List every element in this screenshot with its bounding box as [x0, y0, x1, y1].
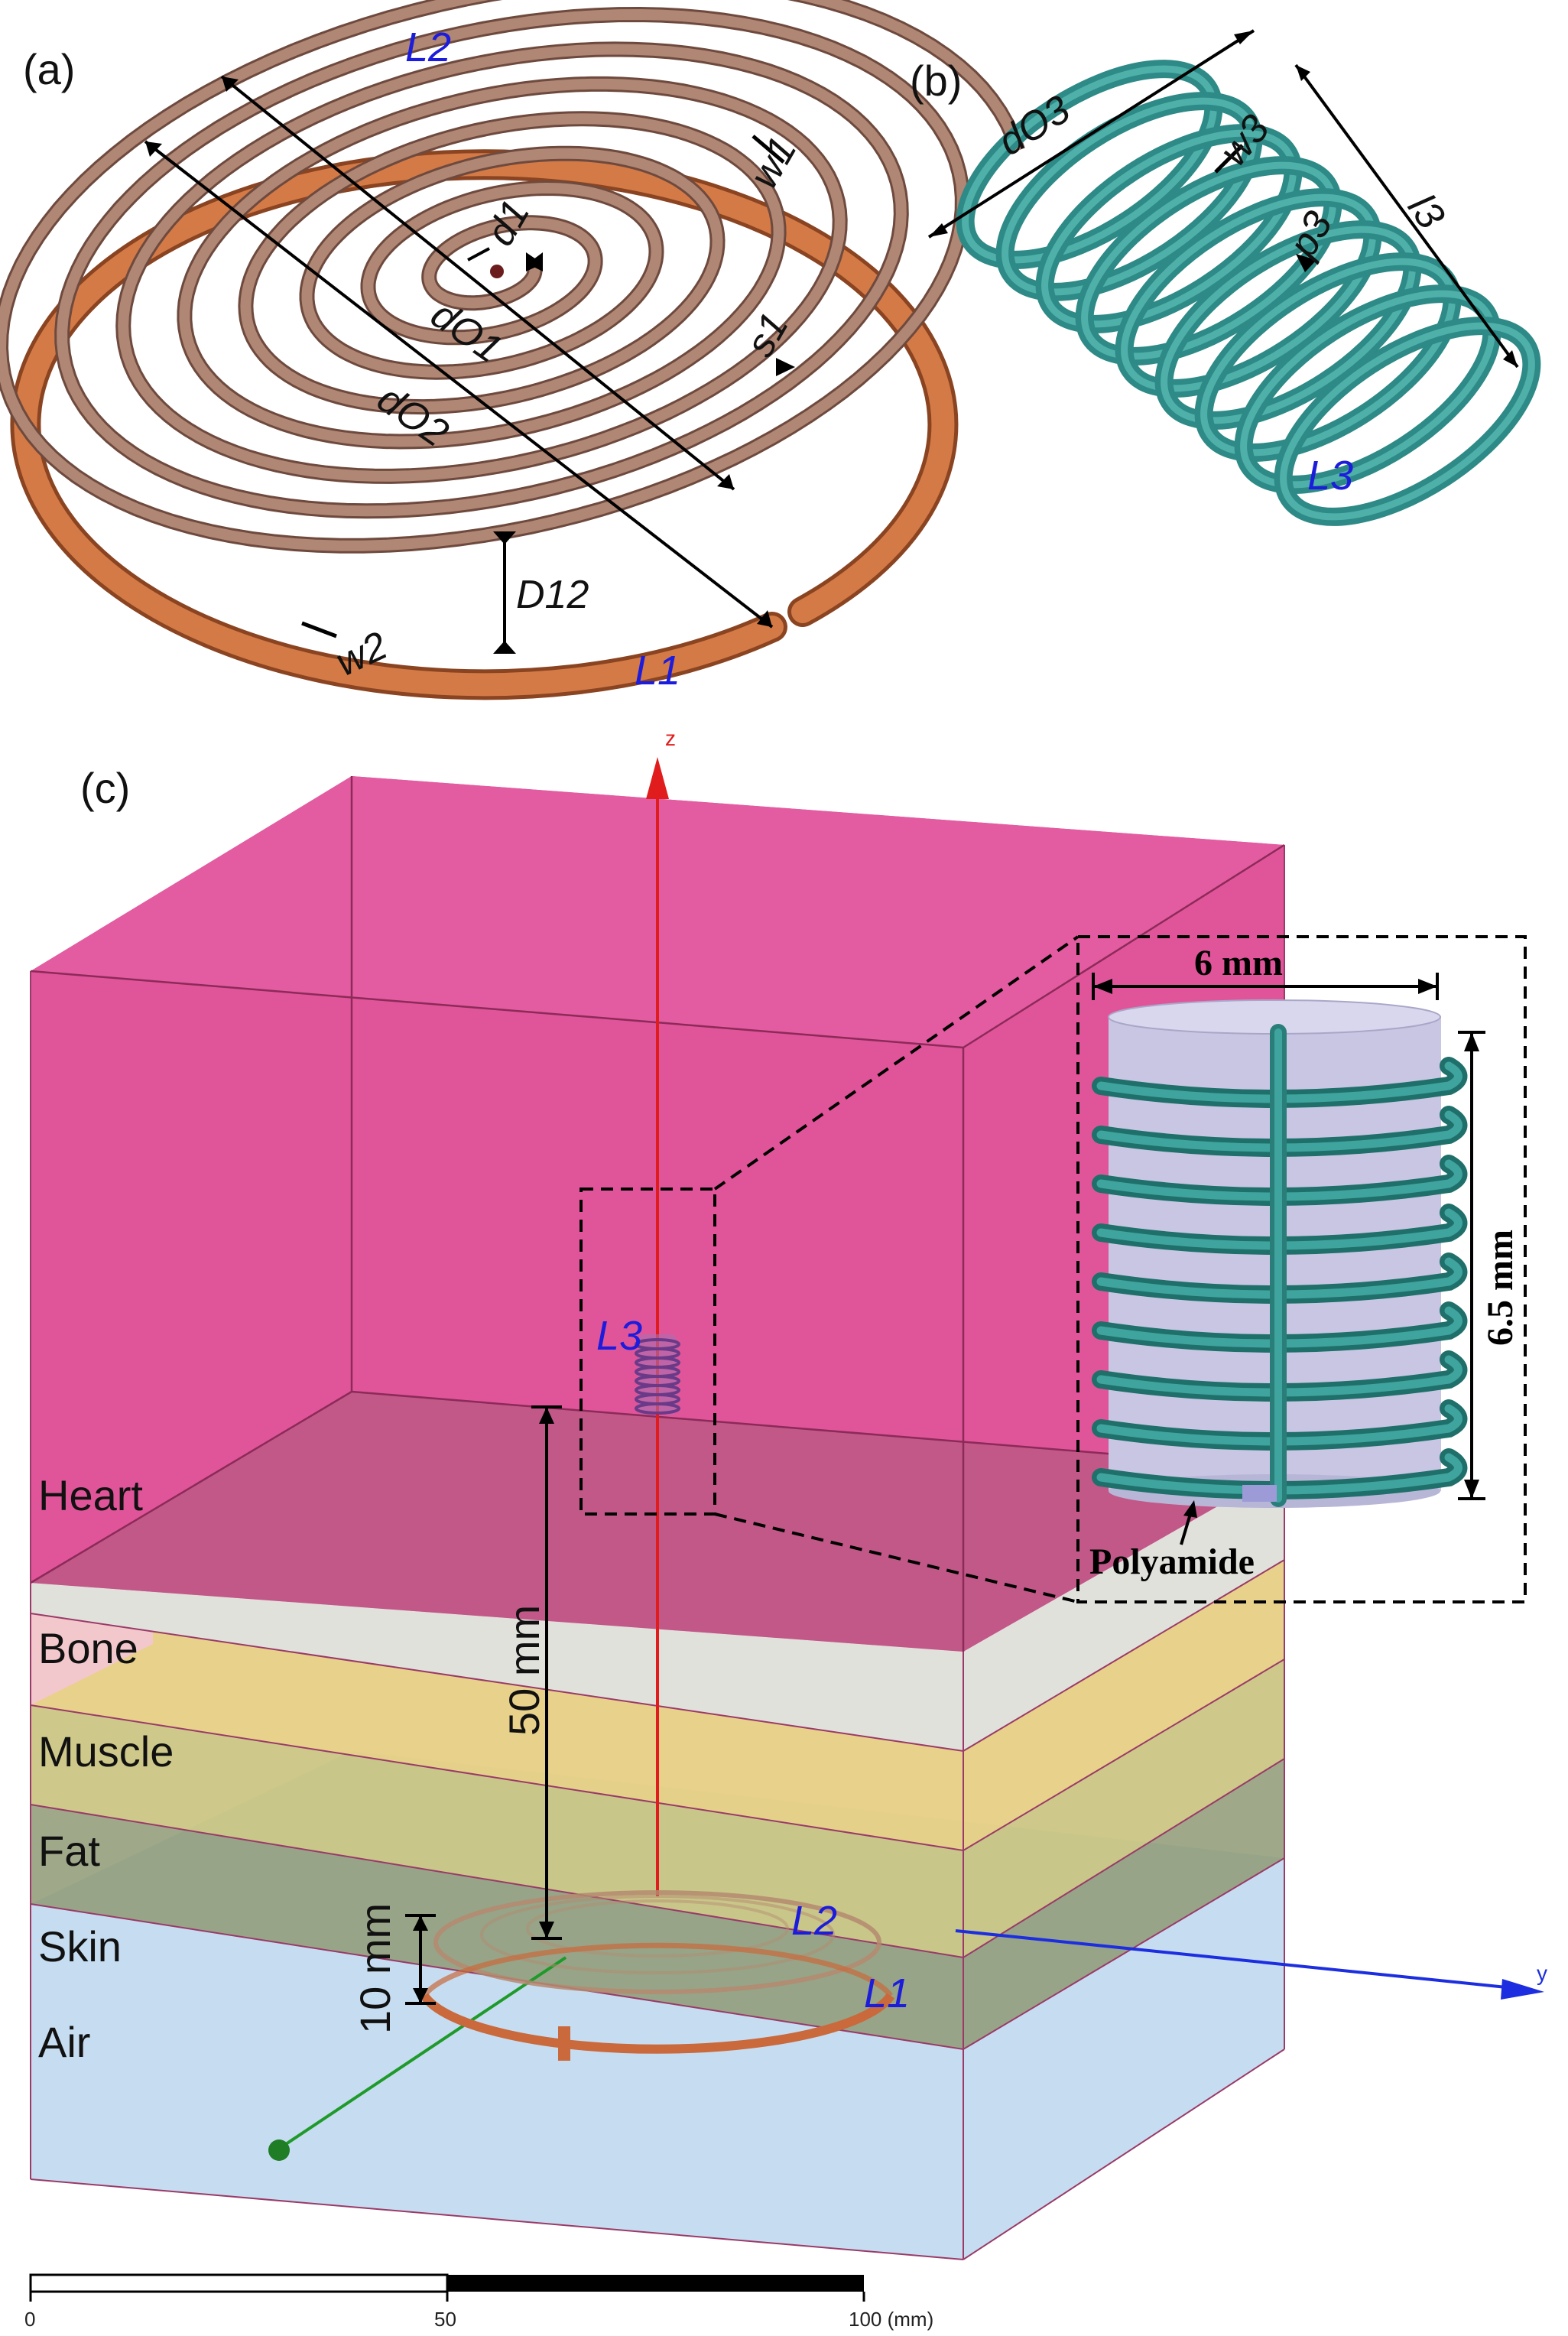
- layer-label-heart: Heart: [38, 1471, 143, 1519]
- dim-arrows-a: [145, 76, 795, 654]
- coil-L3-helix: [956, 60, 1541, 526]
- w1-tick: [752, 135, 785, 164]
- inset-helix-turn: [1096, 1110, 1462, 1152]
- layer-label-air: Air: [38, 2018, 90, 2066]
- label-L1-c: L1: [864, 1970, 910, 2016]
- inset-helix-turn: [1096, 1453, 1462, 1495]
- dim-lines-b: [927, 29, 1519, 369]
- inset-helix-turn: [1096, 1355, 1462, 1397]
- panel-a-label: (a): [23, 45, 75, 93]
- panel-b-label: (b): [910, 57, 962, 105]
- dim-lines-a: [144, 75, 774, 654]
- spiral-center-dot: [490, 265, 504, 278]
- label-L2-c: L2: [791, 1898, 837, 1944]
- helix-highlight: [1002, 97, 1257, 296]
- scale-tick-100: 100 (mm): [849, 2308, 933, 2331]
- helix-highlight: [1081, 161, 1336, 360]
- layer-edges: [30, 845, 1285, 2260]
- helix-highlight: [1121, 193, 1376, 392]
- w3-tick: [1214, 144, 1244, 174]
- label-l3: l3: [1399, 187, 1453, 237]
- distance-50mm: 50 mm: [500, 1605, 548, 1736]
- helix-highlight: [1161, 226, 1416, 424]
- label-L1: L1: [635, 648, 680, 694]
- layer-labels: Heart Bone Muscle Fat Skin Air: [38, 1471, 174, 2066]
- y-axis: y: [955, 1929, 1547, 2000]
- coil-L2-spiral: [0, 0, 1025, 554]
- scale-bar: 0 50 100 (mm): [24, 2273, 933, 2331]
- coil-L1-phantom: [420, 1942, 894, 2061]
- scale-tick-0: 0: [24, 2308, 35, 2331]
- mini-helix-turn: [635, 1402, 680, 1415]
- helix-turn: [956, 60, 1223, 269]
- inset-helix-turn: [1096, 1404, 1462, 1446]
- w2-tick: [301, 621, 337, 638]
- label-D12: D12: [516, 573, 589, 617]
- label-L3-c: L3: [596, 1313, 642, 1359]
- coil-L1: [10, 149, 959, 700]
- distance-10mm: 10 mm: [351, 1903, 399, 2034]
- spiral-trace: [0, 0, 1023, 551]
- layer-skin: [31, 1759, 1284, 2049]
- inset-helix-turn: [1096, 1306, 1462, 1348]
- helix-highlight: [962, 65, 1217, 264]
- scale-tick-50: 50: [434, 2308, 456, 2331]
- layer-label-muscle: Muscle: [38, 1727, 174, 1776]
- layer-label-skin: Skin: [38, 1922, 122, 1970]
- inset-helix-turn: [1096, 1257, 1462, 1299]
- helix-highlight: [1200, 258, 1456, 456]
- inset-height-label: 6.5 mm: [1480, 1230, 1521, 1346]
- helix-turn: [995, 92, 1263, 301]
- panel-a: (a) L2 L1 dO1: [0, 0, 1025, 700]
- dim-arrows-b: [929, 31, 1518, 367]
- helix-highlight: [1280, 322, 1535, 521]
- panel-c: (c): [30, 726, 1547, 2260]
- label-L2: L2: [405, 24, 451, 70]
- coil-L3-implant: [635, 1334, 680, 1415]
- coil-L2-phantom: [433, 1890, 881, 1994]
- z-axis-label: z: [665, 726, 676, 750]
- x-axis: [268, 1956, 567, 2161]
- inset-helix-turn: [1096, 1208, 1462, 1250]
- inset-helix-turn: [1096, 1061, 1462, 1103]
- layer-label-fat: Fat: [38, 1827, 100, 1875]
- label-L3-b: L3: [1307, 453, 1353, 499]
- inset-helix-turn: [1096, 1159, 1462, 1201]
- panel-b: (b) dO3 w3 p3 l3 L3: [910, 29, 1541, 526]
- inset-material-label: Polyamide: [1089, 1542, 1255, 1582]
- helix-turn: [1115, 188, 1382, 398]
- panel-c-label: (c): [80, 764, 130, 812]
- layer-bone: [31, 1468, 1284, 1751]
- inset-implant: 6 mm 6.5 mm Polyamide: [1089, 943, 1521, 1582]
- helix-turn: [1274, 317, 1541, 526]
- helix-turn: [1234, 284, 1501, 494]
- y-axis-label: y: [1537, 1961, 1547, 1985]
- layer-label-bone: Bone: [38, 1624, 138, 1672]
- helix-highlight: [1041, 129, 1297, 328]
- inset-width-label: 6 mm: [1194, 943, 1283, 983]
- zoom-box: [579, 935, 1527, 1603]
- helix-highlight: [1240, 290, 1495, 489]
- helix-turn: [1194, 252, 1462, 462]
- distance-arrows: [413, 1407, 554, 2003]
